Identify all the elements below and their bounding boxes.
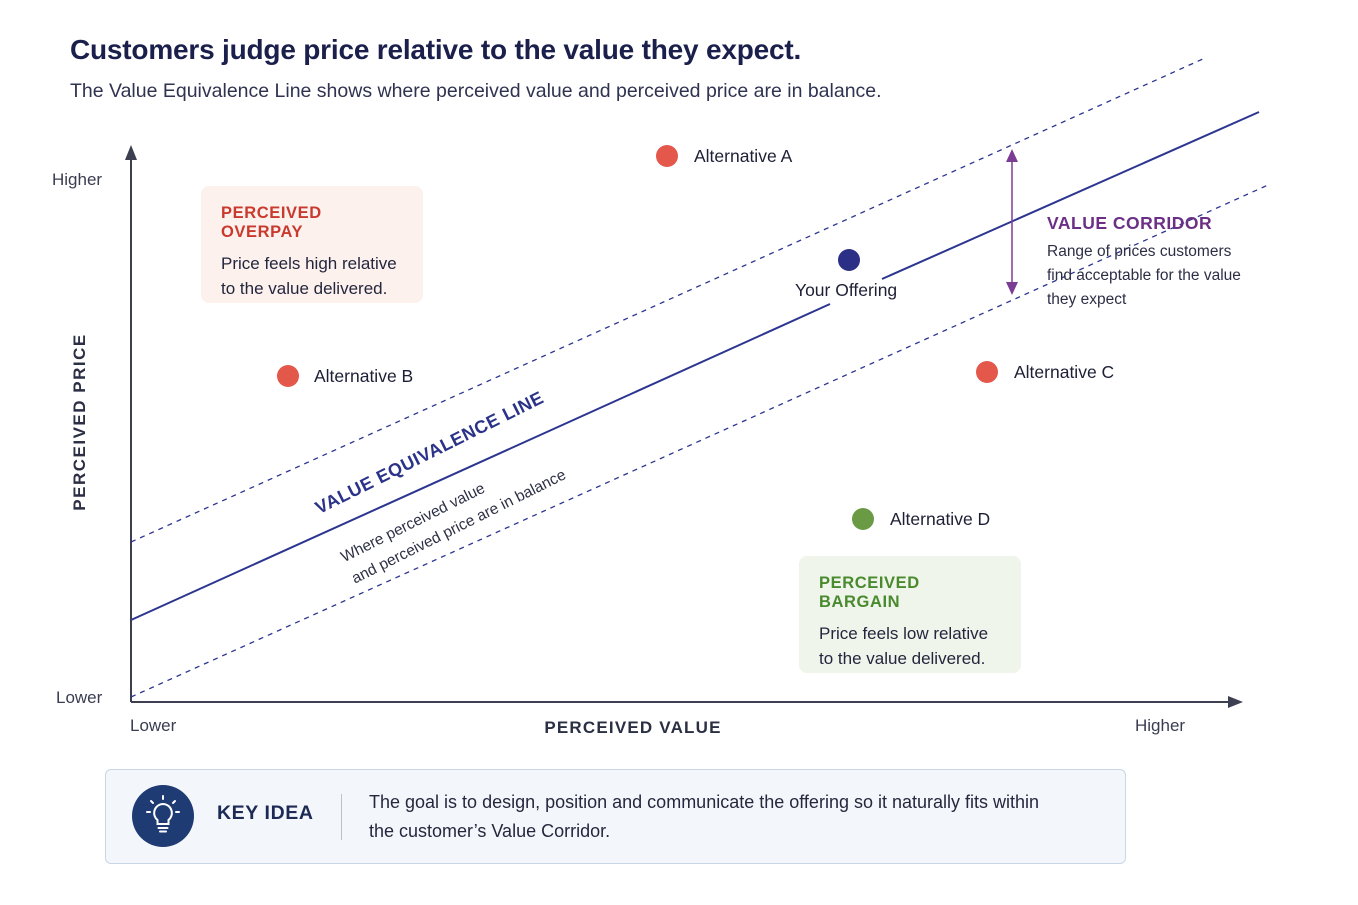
bargain-zone: PERCEIVED BARGAIN Price feels low relati… <box>799 556 1021 673</box>
y-axis-high-label: Higher <box>52 170 103 189</box>
corridor-arrow-top <box>1006 149 1018 162</box>
key-idea-text: The goal is to design, position and comm… <box>369 792 1040 841</box>
key-idea-panel: KEY IDEA The goal is to design, position… <box>105 769 1126 864</box>
y-axis-low-label: Lower <box>56 688 103 707</box>
point-alternative-d <box>852 508 874 530</box>
label-your-offering: Your Offering <box>795 280 898 300</box>
label-alternative-d: Alternative D <box>890 509 991 529</box>
overpay-title: PERCEIVED OVERPAY <box>221 204 322 241</box>
value-equivalence-line-end <box>881 111 1260 280</box>
corridor-title: VALUE CORRIDOR <box>1047 213 1213 233</box>
corridor-upper-bound <box>130 57 1206 543</box>
point-your-offering <box>838 249 860 271</box>
corridor-arrow-bottom <box>1006 282 1018 295</box>
label-alternative-b: Alternative B <box>314 366 414 386</box>
key-idea-title: KEY IDEA <box>217 802 314 824</box>
y-axis-arrow <box>125 145 137 160</box>
x-axis-low-label: Lower <box>130 716 177 735</box>
y-axis-title: PERCEIVED PRICE <box>70 333 89 511</box>
bargain-title: PERCEIVED BARGAIN <box>819 574 920 611</box>
lightbulb-icon <box>132 785 194 847</box>
point-alternative-a <box>656 145 678 167</box>
page-subtitle: The Value Equivalence Line shows where p… <box>70 80 882 102</box>
key-idea-divider <box>341 794 342 840</box>
page-title: Customers judge price relative to the va… <box>70 34 802 65</box>
overpay-text: Price feels high relative to the value d… <box>221 254 397 298</box>
x-axis-arrow <box>1228 696 1243 708</box>
bargain-text: Price feels low relative to the value de… <box>819 624 989 668</box>
corridor-lower-bound <box>130 184 1269 698</box>
x-axis-title: PERCEIVED VALUE <box>544 718 722 737</box>
label-alternative-a: Alternative A <box>694 146 793 166</box>
point-alternative-c <box>976 361 998 383</box>
label-alternative-c: Alternative C <box>1014 362 1115 382</box>
x-axis-high-label: Higher <box>1135 716 1186 735</box>
value-equivalence-line <box>130 303 831 621</box>
point-alternative-b <box>277 365 299 387</box>
corridor-text: Range of prices customers find acceptabl… <box>1047 243 1241 308</box>
overpay-zone: PERCEIVED OVERPAY Price feels high relat… <box>201 186 423 303</box>
